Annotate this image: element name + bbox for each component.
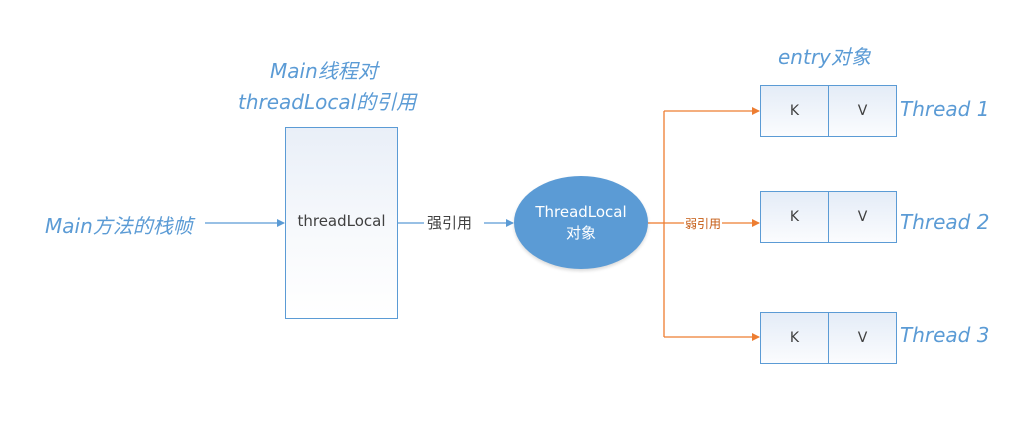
entry-value: V [857, 330, 868, 346]
stack-frame-threadlocal-label: threadLocal [297, 212, 386, 230]
entry-key: K [761, 313, 829, 363]
thread-label-3: Thread 3 [900, 323, 990, 347]
entry-box-3: K V [760, 312, 897, 364]
main-frame-label: Main方法的栈帧 [45, 214, 193, 238]
main-ref-label-line2: threadLocal的引用 [238, 90, 417, 114]
entry-title-label: entry对象 [778, 45, 871, 69]
thread-label-2: Thread 2 [900, 210, 990, 234]
main-ref-label-line1: Main线程对 [270, 59, 378, 83]
threadlocal-object-line1: ThreadLocal [535, 202, 627, 221]
entry-box-1: K V [760, 85, 897, 137]
entry-box-2: K V [760, 191, 897, 243]
entry-value: V [857, 103, 868, 119]
entry-key: K [761, 192, 829, 242]
threadlocal-object: ThreadLocal 对象 [514, 176, 648, 269]
stack-frame-box [285, 127, 398, 319]
entry-key: K [761, 86, 829, 136]
thread-label-1: Thread 1 [900, 97, 990, 121]
threadlocal-object-line2: 对象 [565, 223, 596, 242]
entry-value: V [857, 209, 868, 225]
strong-ref-label: 强引用 [427, 214, 473, 232]
weak-ref-label: 弱引用 [684, 215, 723, 232]
